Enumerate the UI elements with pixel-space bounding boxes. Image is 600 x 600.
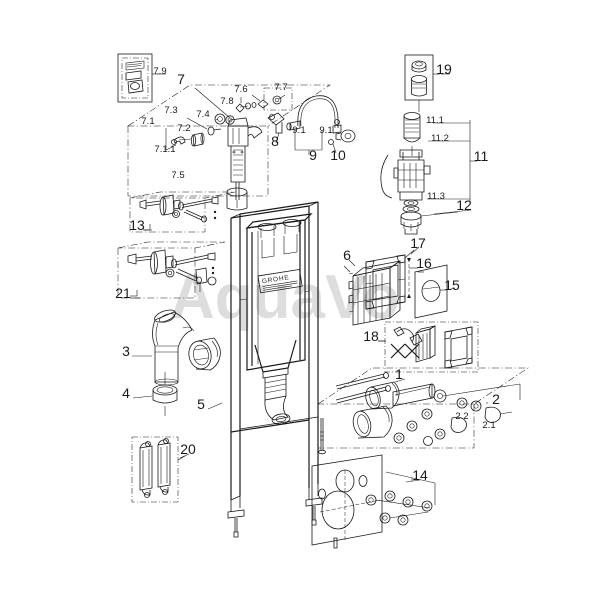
- part-7-6: [257, 99, 269, 109]
- part-3: [152, 309, 195, 386]
- callout-label-1: 1: [395, 366, 403, 382]
- callout-label-7-8: 7.8: [220, 96, 233, 107]
- callout-label-2: 2: [492, 391, 500, 407]
- part-7-7: [263, 87, 293, 111]
- part-14-washers: [365, 490, 433, 526]
- brand-logo-text: GROHE: [261, 274, 290, 285]
- callout-label-7-9: 7.9: [153, 66, 166, 77]
- part-20-right: [157, 438, 171, 495]
- callout-label-11-2: 11.2: [431, 133, 449, 144]
- part-group-13: [129, 191, 236, 233]
- part-7-1-1: [171, 136, 186, 145]
- part-9-1-left: [286, 120, 301, 131]
- brand-logo: GROHE: [257, 268, 303, 294]
- part-18-cover: [444, 326, 473, 369]
- callout-label-2-2: 2.2: [455, 411, 468, 422]
- part-group-21: [117, 241, 226, 299]
- callout-label-21: 21: [115, 285, 131, 301]
- outlet-bellows: [264, 374, 291, 425]
- part-18-prohibited-marks: [390, 343, 420, 359]
- part-7-2: [190, 132, 205, 147]
- part-group-1-2: [317, 367, 529, 449]
- part-group-7: [127, 84, 331, 211]
- callout-label-11-1: 11.1: [426, 115, 444, 126]
- part-7-body: [227, 117, 263, 208]
- callout-label-7: 7: [177, 71, 185, 87]
- part-11-2: [380, 149, 431, 201]
- callout-label-8: 8: [271, 133, 279, 149]
- callout-label-10: 10: [330, 147, 346, 163]
- part-4: [152, 372, 178, 416]
- part-1-tube: [392, 383, 436, 407]
- callout-label-20: 20: [180, 441, 196, 457]
- callout-label-11-3: 11.3: [427, 191, 445, 202]
- callout-label-9-1: 9.1: [319, 125, 332, 136]
- callout-label-7-1: 7.1: [141, 116, 154, 127]
- part-19-cap: [411, 60, 427, 73]
- callout-label-16: 16: [416, 255, 432, 271]
- part-20-left: [139, 441, 153, 498]
- callout-label-17: 17: [410, 235, 426, 251]
- leader-lines: [130, 73, 472, 483]
- callout-label-2-1: 2.1: [482, 420, 495, 431]
- callout-label-3: 3: [122, 343, 130, 359]
- part-18-battery: [415, 325, 436, 363]
- callout-label-14: 14: [412, 467, 428, 483]
- part-2-2: [393, 389, 447, 444]
- callout-label-7-6: 7.6: [234, 84, 247, 95]
- callout-label-15: 15: [444, 277, 460, 293]
- main-frame-assembly: GROHE: [227, 201, 326, 538]
- part-group-11: [380, 112, 477, 235]
- part-18-cable: [393, 326, 423, 346]
- callout-label-4: 4: [122, 385, 130, 401]
- callout-label-7-1-1: 7.1.1: [154, 144, 175, 155]
- callout-label-7-3: 7.3: [164, 105, 177, 116]
- part-15: [414, 264, 456, 319]
- callout-label-19: 19: [436, 61, 452, 77]
- part-11-3: [402, 199, 420, 213]
- part-group-7-9: [117, 53, 158, 103]
- callout-label-9-1: 9.1: [292, 125, 305, 136]
- part-7-8: [235, 102, 257, 113]
- part-7-3: [207, 126, 222, 136]
- callout-label-7-4: 7.4: [196, 109, 209, 120]
- part-12: [400, 211, 422, 235]
- callout-label-11: 11: [474, 148, 489, 164]
- part-17: [365, 249, 418, 310]
- part-10: [328, 129, 356, 145]
- callout-label-6: 6: [343, 247, 351, 263]
- part-11-1: [403, 112, 421, 156]
- part-2-1: [423, 397, 501, 446]
- part-group-19: [404, 54, 440, 112]
- callout-label-5: 5: [197, 396, 205, 412]
- callout-label-18: 18: [363, 328, 379, 344]
- part-group-9: [286, 95, 356, 155]
- part-8: [267, 112, 285, 144]
- callout-label-13: 13: [129, 217, 145, 233]
- part-6: [348, 259, 401, 326]
- callout-label-7-7: 7.7: [274, 82, 287, 93]
- part-5: [188, 337, 221, 371]
- part-9-1-right: [332, 119, 342, 134]
- callout-label-12: 12: [456, 197, 472, 213]
- part-group-20: [131, 436, 186, 503]
- callout-label-7-2: 7.2: [177, 123, 190, 134]
- part-group-18: [378, 321, 479, 373]
- callout-label-7-5: 7.5: [171, 170, 184, 181]
- callout-label-9: 9: [309, 147, 317, 163]
- part-1-sleeve-b: [352, 405, 393, 439]
- part-group-14: [311, 454, 436, 549]
- part-19-cartridge: [411, 75, 427, 97]
